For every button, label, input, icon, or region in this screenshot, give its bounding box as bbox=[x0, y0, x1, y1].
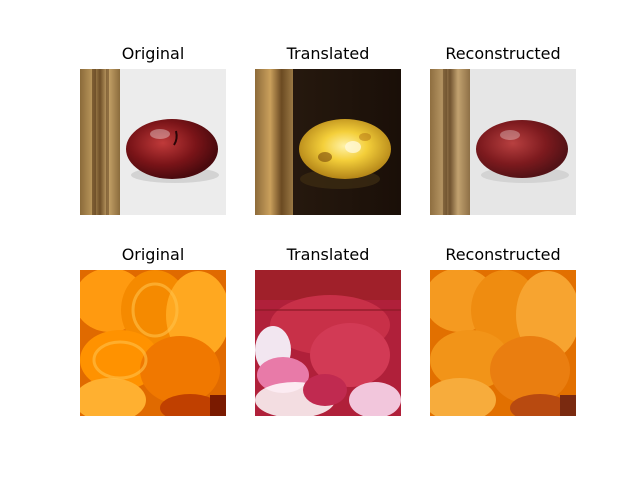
orange-original-image bbox=[80, 270, 226, 416]
orange-reconstructed-image bbox=[430, 270, 576, 416]
panel-title-reconstructed-row1: Reconstructed bbox=[445, 44, 561, 63]
panel-title-translated-row1: Translated bbox=[286, 44, 370, 63]
panel-title-original-row1: Original bbox=[121, 44, 185, 63]
panel-title-reconstructed-row2: Reconstructed bbox=[445, 245, 561, 264]
apple-slices-translated-image bbox=[255, 270, 401, 416]
panel-title-original-row2: Original bbox=[121, 245, 185, 264]
apple-original-image bbox=[80, 69, 226, 215]
apple-translated-image bbox=[255, 69, 401, 215]
panel-title-translated-row2: Translated bbox=[286, 245, 370, 264]
apple-reconstructed-image bbox=[430, 69, 576, 215]
